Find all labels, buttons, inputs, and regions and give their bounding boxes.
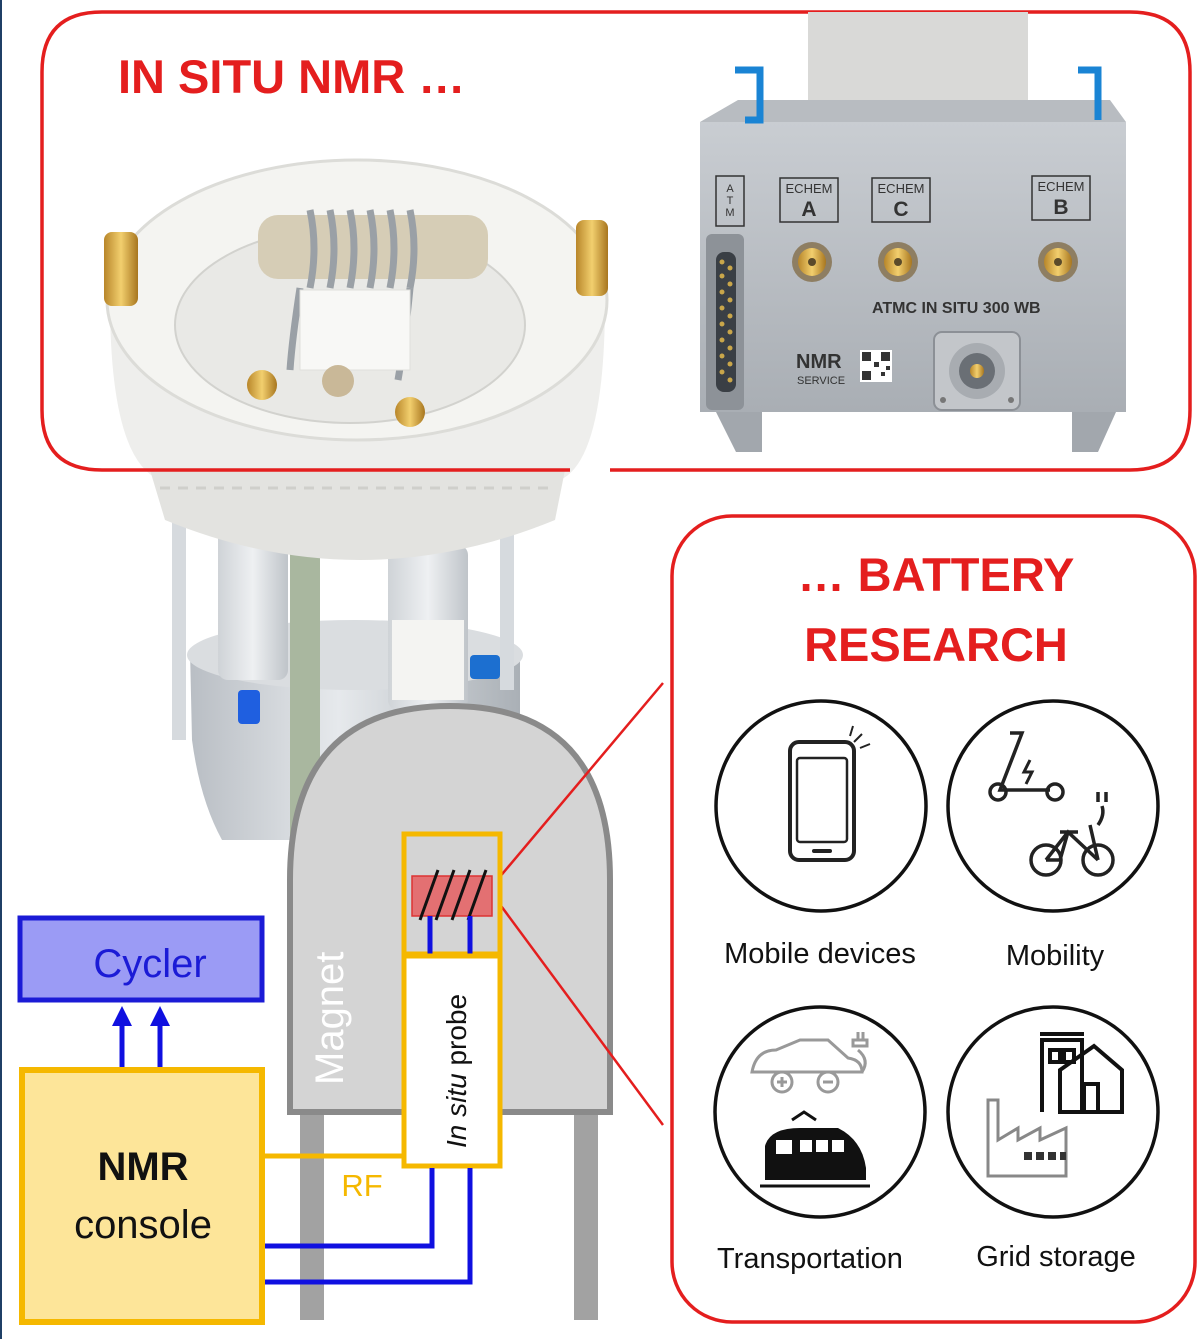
brand-nmr: NMR: [796, 351, 842, 373]
svg-text:Mobile devices: Mobile devices: [724, 938, 916, 970]
svg-text:C: C: [893, 198, 908, 221]
electric-car-icon: [750, 1032, 869, 1094]
brass-screw: [247, 370, 277, 400]
blue-clip: [1078, 66, 1102, 120]
page-edge: [0, 0, 2, 1339]
echem-port-a-label: ECHEM A: [779, 177, 839, 223]
application-mobile-devices: Mobile devices: [714, 699, 928, 970]
rf-n-connector: [933, 331, 1021, 411]
magnet-leg: [574, 1112, 598, 1320]
application-grid-storage: Grid storage: [946, 1005, 1160, 1273]
capacitor: [218, 520, 288, 680]
smartphone-icon: [788, 725, 871, 862]
in-situ-probe-box: [401, 953, 503, 1169]
zoom-line: [492, 682, 664, 886]
svg-text:Transportation: Transportation: [717, 1243, 903, 1275]
svg-text:ECHEM: ECHEM: [786, 181, 833, 196]
battery-title-line1: … BATTERY: [798, 548, 1075, 601]
d-sub-connector: [706, 234, 744, 410]
cycler-box: [17, 915, 265, 1003]
svg-text:A: A: [801, 198, 816, 221]
magnet-leg: [300, 1112, 324, 1320]
svg-text:Mobility: Mobility: [1006, 940, 1105, 972]
blue-clip: [735, 66, 764, 124]
ebike-icon: [1029, 792, 1115, 877]
application-mobility: Mobility: [946, 699, 1160, 972]
svg-text:ECHEM: ECHEM: [1038, 179, 1085, 194]
brass-post: [576, 220, 608, 296]
svg-text:ECHEM: ECHEM: [878, 181, 925, 196]
sma-connector-c: [878, 242, 918, 282]
battery-title-line2: RESEARCH: [804, 618, 1068, 671]
nmr-console-subtitle: console: [74, 1203, 212, 1247]
application-transportation: Transportation: [713, 1005, 927, 1275]
in-situ-probe-label: In situ probe: [441, 994, 472, 1148]
probe-model-label: ATMC IN SITU 300 WB: [872, 300, 1041, 317]
atm-label-box: [715, 175, 745, 227]
svg-text:Grid storage: Grid storage: [976, 1241, 1136, 1273]
coil-support: [299, 289, 411, 371]
scooter-icon: [988, 731, 1065, 802]
echem-port-c-label: ECHEM C: [871, 177, 931, 223]
blue-connector: [238, 690, 260, 724]
brass-post: [104, 232, 138, 306]
echem-wire: [264, 1168, 473, 1285]
capacitor-sleeve: [392, 620, 464, 700]
plate-foot: [716, 412, 762, 452]
sma-connector-b: [1038, 242, 1078, 282]
nmr-console-box: [19, 1067, 265, 1325]
echem-port-b-label: ECHEM B: [1031, 175, 1091, 221]
magnet-label: Magnet: [308, 952, 352, 1085]
rf-label: RF: [341, 1168, 382, 1203]
probe-cap-ridge: [150, 470, 565, 560]
sma-connector-a: [792, 242, 832, 282]
plate-top-edge: [700, 100, 1126, 122]
brass-screw: [395, 397, 425, 427]
zoom-line: [491, 894, 665, 1126]
in-situ-title: IN SITU NMR …: [118, 50, 465, 103]
blue-connector: [470, 655, 500, 679]
train-icon: [760, 1110, 870, 1188]
cycler-label: Cycler: [93, 942, 206, 986]
svg-text:B: B: [1053, 196, 1068, 219]
brand-service: SERVICE: [797, 375, 845, 387]
in-situ-panel-border: [40, 10, 1192, 472]
echem-wire: [264, 1168, 435, 1249]
nmr-console-title: NMR: [97, 1145, 188, 1189]
house-icon: [1040, 1032, 1124, 1114]
schematic-coil: [418, 869, 488, 921]
probe-photo: [104, 158, 609, 860]
qr-code-icon: [860, 350, 892, 382]
console-to-cycler-arrows: [112, 1006, 170, 1070]
center-screw: [322, 365, 354, 397]
factory-icon: [986, 1098, 1068, 1178]
plate-foot: [1072, 412, 1116, 452]
